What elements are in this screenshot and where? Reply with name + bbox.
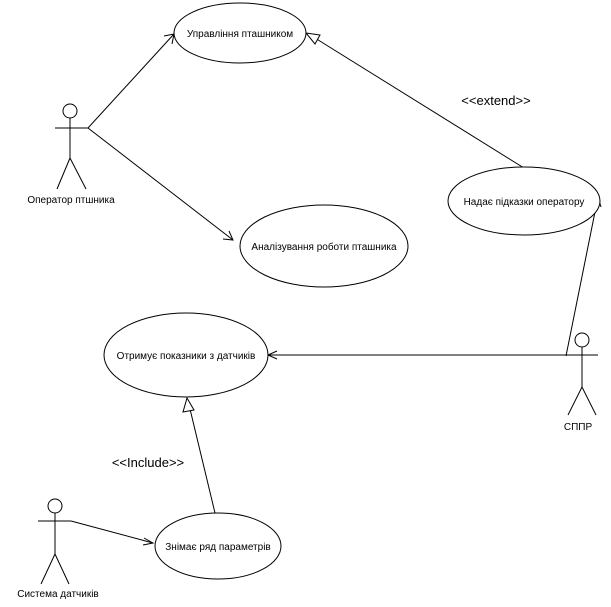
actor-sensor-system-label: Система датчиків <box>17 589 99 600</box>
use-case-receive: Отримує показники з датчиків <box>103 312 269 398</box>
use-case-manage-label: Управління пташником <box>187 29 293 40</box>
stick-figure-icon <box>566 332 598 416</box>
association-dss-receive <box>266 350 583 360</box>
association-sensors-measure <box>70 520 155 546</box>
actor-sensor-system: Система датчиків <box>17 498 99 600</box>
actor-dss-label: СППР <box>564 422 593 433</box>
use-case-measure: Знімає ряд параметрів <box>154 512 282 580</box>
use-case-analyze-label: Аналізування роботи пташника <box>251 241 397 253</box>
actor-operator-label: Оператор птшника <box>27 195 115 206</box>
extend-label: <<extend>> <box>461 93 530 108</box>
use-case-measure-label: Знімає ряд параметрів <box>165 542 270 553</box>
actor-dss: СППР <box>564 332 598 433</box>
actor-operator: Оператор птшника <box>27 103 115 206</box>
use-case-hints-label: Надає підказки оператору <box>464 197 585 208</box>
association-operator-analyze <box>87 127 234 241</box>
include-relation <box>182 396 216 514</box>
use-case-hints: Надає підказки оператору <box>447 166 601 236</box>
association-operator-manage <box>87 33 175 129</box>
stick-figure-icon <box>55 103 88 190</box>
extend-relation <box>304 32 525 169</box>
use-case-receive-label: Отримує показники з датчиків <box>117 351 256 362</box>
use-case-manage: Управління пташником <box>173 2 307 64</box>
use-case-analyze: Аналізування роботи пташника <box>239 204 409 288</box>
include-label: <<Include>> <box>112 455 184 470</box>
stick-figure-icon <box>38 498 71 585</box>
